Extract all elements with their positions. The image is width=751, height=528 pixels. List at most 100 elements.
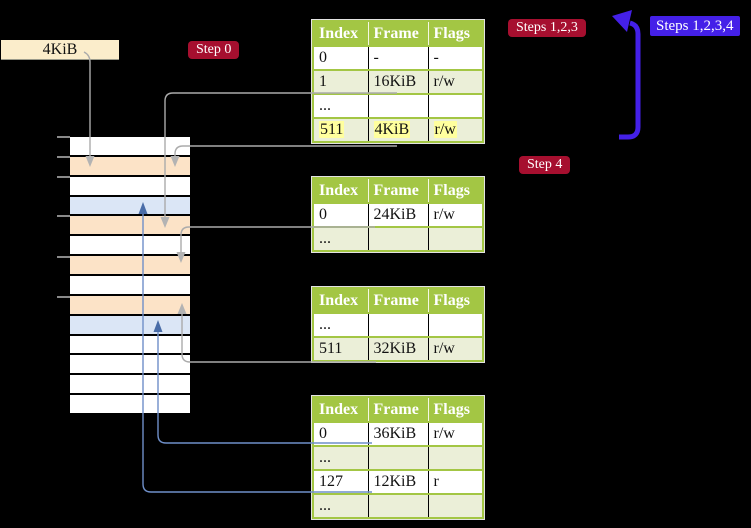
table-row: 511 32KiB r/w (313, 336, 483, 361)
frame-size-box: 4KiB (1, 40, 119, 60)
cell-index: ... (313, 226, 369, 251)
column-header: Flags (428, 21, 483, 46)
memory-row-blue (70, 315, 190, 334)
column-header: Frame (368, 397, 429, 422)
page-table-level-3: Index Frame Flags ... 511 32KiB r/w (312, 287, 484, 362)
table-row: ... (313, 93, 483, 118)
memory-row-peach (70, 156, 190, 175)
memory-row-white (70, 355, 190, 374)
cell-frame: 32KiB (368, 336, 429, 361)
table-header-row: Index Frame Flags (313, 178, 483, 203)
table-row: ... (313, 445, 483, 470)
cell-flags: r/w (428, 336, 483, 361)
cell-frame: 24KiB (368, 202, 429, 227)
highlighted-value: 4KiB (373, 121, 411, 138)
column-header: Flags (428, 288, 483, 313)
memory-row-blue (70, 196, 190, 215)
column-header: Frame (368, 288, 429, 313)
table-row: 1 16KiB r/w (313, 69, 483, 94)
column-header: Frame (368, 178, 429, 203)
column-header: Index (313, 288, 369, 313)
cell-flags: r/w (428, 202, 483, 227)
cell-index: 0 (313, 202, 369, 227)
memory-row-white (70, 236, 190, 255)
cell-frame: 12KiB (368, 469, 429, 494)
badge-step-0: Step 0 (188, 41, 240, 59)
column-header: Frame (368, 21, 429, 46)
badge-steps-1-2-3-4: Steps 1,2,3,4 (650, 16, 740, 36)
table-row: 0 36KiB r/w (313, 421, 483, 446)
cell-index: ... (313, 312, 369, 337)
cell-flags (428, 93, 483, 118)
memory-column (70, 137, 190, 415)
page-table-level-1: Index Frame Flags 0 - - 1 16KiB r/w ... … (312, 20, 484, 143)
table-row: 0 24KiB r/w (313, 202, 483, 227)
cell-frame (368, 493, 429, 518)
memory-row-peach (70, 256, 190, 275)
memory-tick (57, 136, 70, 138)
page-table-level-4: Index Frame Flags 0 36KiB r/w ... 127 12… (312, 396, 484, 519)
cell-frame (368, 226, 429, 251)
table-row: ... (313, 226, 483, 251)
cell-index: 0 (313, 45, 369, 70)
memory-row-white (70, 335, 190, 354)
memory-tick (57, 296, 70, 298)
cell-flags (428, 493, 483, 518)
column-header: Index (313, 178, 369, 203)
table-row-highlighted: 511 4KiB r/w (313, 117, 483, 142)
cell-flags: r/w (428, 117, 483, 142)
cell-index: ... (313, 93, 369, 118)
cell-flags: r (428, 469, 483, 494)
column-header: Flags (428, 178, 483, 203)
loop-arrowhead-icon (612, 10, 632, 32)
memory-row-peach (70, 216, 190, 235)
loop-arrow (619, 20, 641, 140)
cell-index: 511 (313, 336, 369, 361)
highlighted-value: r/w (433, 121, 457, 138)
page-table-level-2: Index Frame Flags 0 24KiB r/w ... (312, 177, 484, 252)
table-row: ... (313, 493, 483, 518)
highlighted-value: 511 (319, 121, 345, 138)
memory-tick (57, 256, 70, 258)
cell-index: ... (313, 445, 369, 470)
memory-tick (57, 215, 70, 217)
frame-size-label: 4KiB (42, 40, 78, 58)
table-header-row: Index Frame Flags (313, 397, 483, 422)
connector-t1row511-to-4kib (174, 145, 397, 156)
table-header-row: Index Frame Flags (313, 21, 483, 46)
badge-step-4: Step 4 (519, 156, 571, 174)
cell-index: ... (313, 493, 369, 518)
cell-index: 0 (313, 421, 369, 446)
cell-frame (368, 312, 429, 337)
cell-frame: 4KiB (368, 117, 429, 142)
memory-tick (57, 176, 70, 178)
cell-frame (368, 93, 429, 118)
cell-frame: - (368, 45, 429, 70)
badge-steps-1-2-3: Steps 1,2,3 (508, 19, 586, 37)
cell-flags: r/w (428, 69, 483, 94)
table-row: 127 12KiB r (313, 469, 483, 494)
memory-row-white (70, 276, 190, 294)
memory-row-white (70, 395, 190, 414)
column-header: Index (313, 397, 369, 422)
memory-row-white (70, 375, 190, 394)
table-row: 0 - - (313, 45, 483, 70)
cell-flags: - (428, 45, 483, 70)
cell-index: 511 (313, 117, 369, 142)
cell-index: 1 (313, 69, 369, 94)
cell-flags (428, 312, 483, 337)
table-header-row: Index Frame Flags (313, 288, 483, 313)
cell-index: 127 (313, 469, 369, 494)
cell-flags (428, 226, 483, 251)
cell-frame: 16KiB (368, 69, 429, 94)
cell-frame: 36KiB (368, 421, 429, 446)
cell-frame (368, 445, 429, 470)
column-header: Index (313, 21, 369, 46)
memory-row-white (70, 176, 190, 195)
cell-flags: r/w (428, 421, 483, 446)
column-header: Flags (428, 397, 483, 422)
memory-row-white (70, 137, 190, 155)
memory-row-peach (70, 295, 190, 314)
table-row: ... (313, 312, 483, 337)
